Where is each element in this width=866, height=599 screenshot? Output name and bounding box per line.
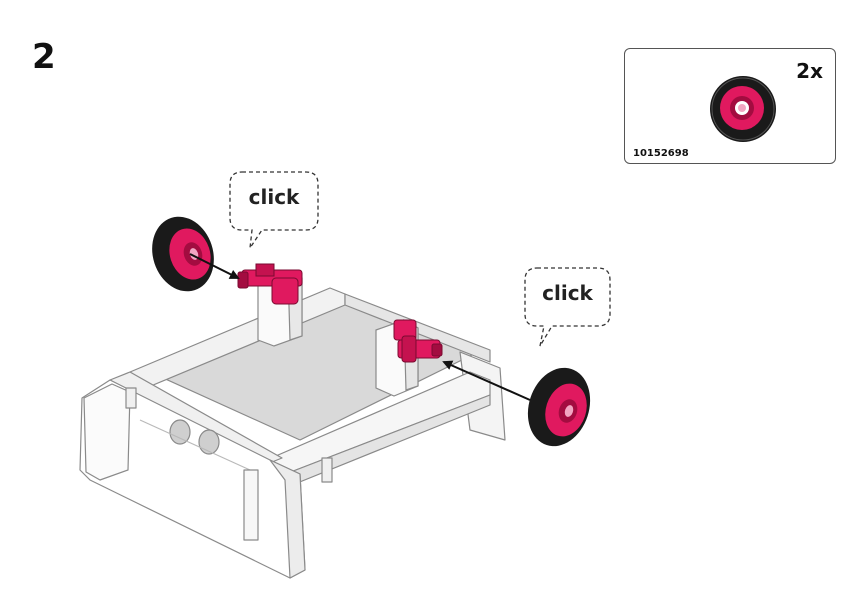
left-wheel <box>152 216 214 292</box>
right-bubble-outline <box>524 267 611 347</box>
left-insert-arrow <box>189 253 240 279</box>
click-callout-right: click <box>525 268 610 326</box>
right-wheel <box>527 367 591 447</box>
left-axle-piece <box>237 263 303 305</box>
right-insert-arrow <box>442 360 531 401</box>
click-label: click <box>248 185 300 209</box>
click-callout-left: click <box>230 172 318 230</box>
parts-callout-box: 2x 10152698 <box>624 48 836 164</box>
chassis-frame <box>79 287 506 579</box>
part-number: 10152698 <box>633 148 689 159</box>
right-axle-piece <box>393 319 443 363</box>
click-label: click <box>542 281 593 305</box>
part-quantity: 2x <box>796 59 823 83</box>
left-bubble-outline <box>229 171 319 249</box>
step-number: 2 <box>32 37 56 77</box>
wheel-icon <box>710 76 776 142</box>
